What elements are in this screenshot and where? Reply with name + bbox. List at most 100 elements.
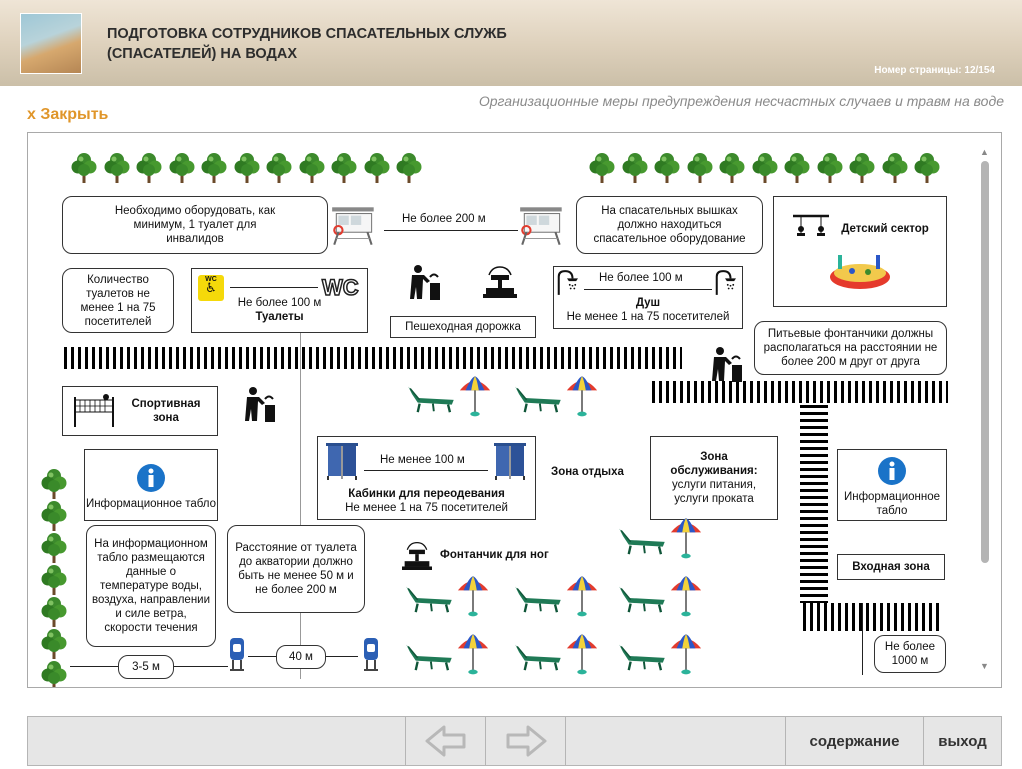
footpath-label: Пешеходная дорожка <box>405 321 521 333</box>
info-board-right: Информационное табло <box>837 449 947 521</box>
footer-spacer <box>28 717 406 765</box>
sun-lounger-icon <box>511 379 565 415</box>
tree-icon <box>298 151 326 185</box>
drinking-fountain-icon <box>243 385 277 423</box>
tree-icon <box>621 151 649 185</box>
next-button[interactable] <box>486 717 566 765</box>
cabins-title: Кабинки для переодевания <box>348 488 505 500</box>
toilets-box: WC ♿ WC Не более 100 м Туалеты <box>191 268 368 333</box>
beach-umbrella-icon <box>669 633 703 677</box>
beach-umbrella-icon <box>565 375 599 419</box>
foot-fountain-label: Фонтанчик для ног <box>440 549 549 561</box>
tree-icon <box>653 151 681 185</box>
bin-distance-text: 40 м <box>289 651 313 663</box>
shower-box: Не более 100 м Душ Не менее 1 на 75 посе… <box>553 266 743 329</box>
cabins-distance-label: Не менее 100 м <box>380 454 465 466</box>
tower-distance-line <box>384 230 518 231</box>
tree-icon <box>233 151 261 185</box>
toilets-title: Туалеты <box>255 311 304 323</box>
entrance-zone-label: Входная зона <box>852 561 930 573</box>
shower-icon <box>556 269 578 297</box>
tree-icon <box>686 151 714 185</box>
shower-norm: Не менее 1 на 75 посетителей <box>566 311 730 323</box>
tree-icon <box>135 151 163 185</box>
beach-umbrella-icon <box>669 517 703 561</box>
toilet-water-line <box>300 333 301 679</box>
page-counter: Номер страницы: 12/154 <box>874 65 995 76</box>
beach-umbrella-icon <box>565 575 599 619</box>
fountains-note-text: Питьевые фонтанчики должны располагаться… <box>763 328 938 368</box>
shower-distance-line <box>584 289 712 290</box>
scroll-up-icon[interactable]: ▲ <box>980 147 989 157</box>
tree-icon <box>40 531 68 565</box>
service-zone-box: Зона обслуживания: услуги питания, услуг… <box>650 436 778 520</box>
tree-icon <box>881 151 909 185</box>
drinking-fountain-icon <box>710 345 744 383</box>
toilet-water-note: Расстояние от туалета до акватории должн… <box>227 525 365 613</box>
beach-umbrella-icon <box>669 575 703 619</box>
rescue-tower-icon <box>328 205 382 247</box>
trash-bin-icon <box>228 636 246 672</box>
sports-zone-box: Спортивная зона <box>62 386 218 436</box>
beach-umbrella-icon <box>458 375 492 419</box>
tower-distance-label: Не более 200 м <box>402 213 486 225</box>
foot-fountain-icon <box>402 539 432 571</box>
tree-icon <box>718 151 746 185</box>
beach-layout-diagram: Необходимо оборудовать, как минимум, 1 т… <box>27 132 1002 688</box>
prev-button[interactable] <box>406 717 486 765</box>
toilet-disabled-note: Необходимо оборудовать, как минимум, 1 т… <box>62 196 328 254</box>
sun-lounger-icon <box>402 637 456 673</box>
trash-bin-icon <box>362 636 380 672</box>
entrance-zone-box: Входная зона <box>837 554 945 580</box>
service-zone-title: Зона обслуживания: <box>670 451 758 477</box>
cabin-icon <box>492 441 528 481</box>
tree-icon <box>40 499 68 533</box>
info-icon <box>136 463 166 493</box>
cabins-distance-line <box>364 470 488 471</box>
drinking-fountain-icon <box>408 263 442 301</box>
toilet-water-text: Расстояние от туалета до акватории должн… <box>235 542 357 596</box>
footer-spacer <box>566 717 786 765</box>
footpath-hatch <box>64 347 682 369</box>
kids-sector-box: Детский сектор <box>773 196 947 307</box>
beach-umbrella-icon <box>565 633 599 677</box>
entrance-distance-text: Не более 1000 м <box>884 641 936 667</box>
tree-icon <box>588 151 616 185</box>
info-board-description: На информационном табло размещаются данн… <box>86 525 216 647</box>
rescue-tower-icon <box>516 205 570 247</box>
swing-icon <box>793 214 830 236</box>
contents-button[interactable]: содержание <box>786 717 924 765</box>
entrance-distance-note: Не более 1000 м <box>874 635 946 673</box>
arrow-left-icon <box>425 725 465 757</box>
shower-distance-label: Не более 100 м <box>599 272 683 284</box>
tree-icon <box>363 151 391 185</box>
bin-distance-note: 40 м <box>276 645 326 669</box>
tree-icon <box>816 151 844 185</box>
fountains-note: Питьевые фонтанчики должны располагаться… <box>754 321 947 375</box>
scroll-thumb[interactable] <box>981 161 989 563</box>
edge-distance-note: 3-5 м <box>118 655 174 679</box>
sun-lounger-icon <box>511 637 565 673</box>
exit-button[interactable]: выход <box>938 732 987 750</box>
navigation-footer: содержание выход <box>27 716 1002 766</box>
cabins-norm: Не менее 1 на 75 посетителей <box>345 502 508 514</box>
service-zone-text: услуги питания, услуги проката <box>671 479 757 505</box>
footpath-box: Пешеходная дорожка <box>390 316 536 338</box>
tree-icon <box>751 151 779 185</box>
tower-equipment-note: На спасательных вышках должно находиться… <box>576 196 763 254</box>
diagram-scrollbar[interactable]: ▲ ▼ <box>978 147 992 671</box>
close-button[interactable]: x Закрыть <box>27 106 109 123</box>
sun-lounger-icon <box>615 521 669 557</box>
cabin-icon <box>324 441 360 481</box>
tree-icon <box>200 151 228 185</box>
tree-icon <box>40 627 68 661</box>
sports-zone-label: Спортивная зона <box>131 398 201 424</box>
toilet-count-text: Количество туалетов не менее 1 на 75 пос… <box>80 273 156 328</box>
sun-lounger-icon <box>615 579 669 615</box>
tree-icon <box>330 151 358 185</box>
info-board-description-text: На информационном табло размещаются данн… <box>91 538 211 634</box>
scroll-down-icon[interactable]: ▼ <box>980 661 989 671</box>
beach-umbrella-icon <box>456 575 490 619</box>
tree-icon <box>395 151 423 185</box>
footpath-hatch <box>652 381 948 403</box>
